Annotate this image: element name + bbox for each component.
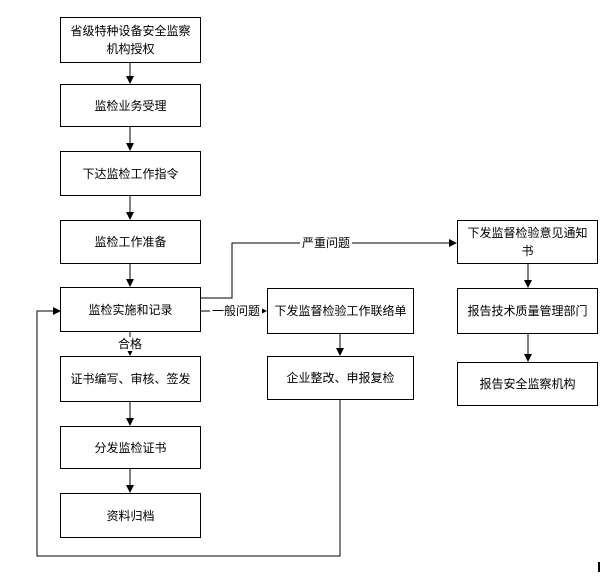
- box-work-preparation: 监检工作准备: [60, 220, 201, 264]
- box-provincial-authorization: 省级特种设备安全监察机构授权: [60, 17, 201, 63]
- box-report-safety-agency: 报告安全监察机构: [457, 362, 598, 406]
- box-certificate-compile: 证书编写、审核、签发: [60, 356, 201, 402]
- box-report-tech-dept: 报告技术质量管理部门: [457, 288, 598, 334]
- text-cursor-mark: [598, 562, 600, 572]
- label-qualified: 合格: [116, 337, 145, 351]
- label-general-problem: 一般问题: [210, 304, 263, 318]
- box-implementation-record: 监检实施和记录: [60, 287, 201, 332]
- box-contact-sheet: 下发监督检验工作联络单: [267, 288, 414, 334]
- box-opinion-notice: 下发监督检验意见通知书: [457, 220, 598, 264]
- label-serious-problem: 严重问题: [300, 236, 353, 250]
- box-issue-instruction: 下达监检工作指令: [60, 151, 201, 196]
- box-business-acceptance: 监检业务受理: [60, 84, 201, 127]
- arrow-rectify-loop-back: [36, 307, 341, 557]
- box-distribute-certificate: 分发监检证书: [60, 426, 201, 469]
- box-rectify-reinspect: 企业整改、申报复检: [267, 356, 414, 400]
- box-archive: 资料归档: [60, 493, 201, 538]
